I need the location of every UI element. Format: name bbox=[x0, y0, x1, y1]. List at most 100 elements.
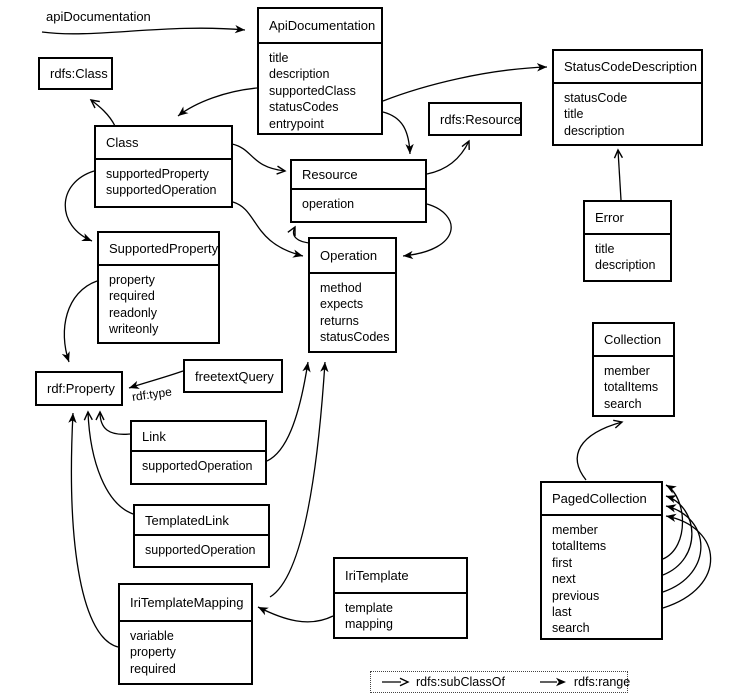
node-supportedproperty: SupportedProperty property required read… bbox=[97, 231, 220, 344]
node-props: method expects returns statusCodes bbox=[310, 274, 395, 346]
node-props: statusCode title description bbox=[554, 84, 701, 139]
edge-supportedproperty-range-supportedproperty bbox=[64, 170, 95, 242]
edge-pagedcollection-last-selfloop bbox=[662, 513, 712, 609]
node-apidocumentation: ApiDocumentation title description suppo… bbox=[257, 7, 383, 135]
node-title: Link bbox=[132, 422, 265, 452]
node-prop: entrypoint bbox=[269, 116, 324, 131]
node-prop: statusCodes bbox=[320, 330, 390, 345]
node-title: IriTemplateMapping bbox=[120, 585, 251, 622]
node-prop: search bbox=[604, 396, 642, 411]
node-templatedlink: TemplatedLink supportedOperation bbox=[133, 504, 270, 568]
legend-range-label: rdfs:range bbox=[573, 675, 631, 689]
node-collection: Collection member totalItems search bbox=[592, 322, 675, 417]
node-props: member totalItems first next previous la… bbox=[542, 516, 661, 637]
node-prop: property bbox=[130, 645, 176, 660]
edge-supportedclass-range-class bbox=[177, 87, 258, 117]
edge-entrypoint-range-resource bbox=[382, 111, 414, 155]
node-title: PagedCollection bbox=[542, 483, 661, 516]
node-prop: returns bbox=[320, 313, 359, 328]
node-props: variable property required bbox=[120, 622, 251, 677]
node-prop: title bbox=[595, 242, 615, 256]
edge-templatedlink-supportedoperation-range-operation bbox=[269, 361, 329, 598]
node-prop: property bbox=[109, 273, 155, 287]
node-prop: description bbox=[564, 123, 625, 138]
node-prop: statusCode bbox=[564, 91, 628, 105]
edge-operation-subclassof-resource bbox=[287, 225, 310, 244]
edge-property-range-rdfproperty bbox=[61, 280, 98, 363]
node-operation: Operation method expects returns statusC… bbox=[308, 237, 397, 353]
node-prop: description bbox=[269, 67, 330, 82]
edge-label-rdf-type: rdf:type bbox=[131, 384, 173, 404]
node-title: rdfs:Resource bbox=[440, 111, 521, 127]
node-prop: required bbox=[109, 289, 155, 304]
node-prop: supportedOperation bbox=[145, 543, 256, 557]
node-prop: statusCodes bbox=[269, 100, 339, 115]
edge-freetextquery-rdftype-rdfproperty bbox=[128, 370, 184, 389]
node-resource: Resource operation bbox=[290, 159, 427, 223]
node-title: StatusCodeDescription bbox=[554, 51, 701, 84]
node-props: title description supportedClass statusC… bbox=[259, 44, 381, 132]
node-props: member totalItems search bbox=[594, 357, 673, 412]
node-props: operation bbox=[292, 190, 425, 212]
node-prop: title bbox=[564, 107, 584, 122]
node-iritemplatemapping: IriTemplateMapping variable property req… bbox=[118, 583, 253, 685]
range-arrow-icon bbox=[539, 677, 566, 687]
node-prop: totalItems bbox=[604, 380, 659, 395]
node-iritemplate: IriTemplate template mapping bbox=[333, 557, 468, 639]
edge-pagedcollection-first-selfloop bbox=[662, 484, 684, 560]
node-rdfs-class: rdfs:Class bbox=[38, 57, 113, 90]
node-prop: first bbox=[552, 555, 573, 570]
edge-pagedcollection-next-selfloop bbox=[662, 495, 693, 576]
edge-label-apidocumentation: apiDocumentation bbox=[46, 9, 151, 24]
edge-pagedcollection-subclassof-collection bbox=[576, 419, 624, 481]
node-title: Collection bbox=[594, 324, 673, 357]
edge-iritemplatemapping-property-range-rdfproperty bbox=[68, 412, 119, 648]
node-rdf-property: rdf:Property bbox=[35, 371, 123, 406]
node-props: supportedProperty supportedOperation bbox=[96, 160, 231, 199]
edge-statuscodes-range-statuscodedescription bbox=[382, 63, 548, 102]
node-prop: search bbox=[552, 621, 590, 636]
node-prop: last bbox=[552, 605, 572, 620]
node-rdfs-resource: rdfs:Resource bbox=[428, 102, 522, 136]
node-error: Error title description bbox=[583, 200, 672, 282]
edge-templatedlink-subclassof-rdfproperty bbox=[83, 410, 134, 515]
node-prop: supportedOperation bbox=[106, 183, 217, 198]
node-title: rdfs:Class bbox=[50, 66, 108, 81]
node-props: template mapping bbox=[335, 594, 466, 633]
node-prop: next bbox=[552, 572, 576, 587]
node-statuscodedescription: StatusCodeDescription statusCode title d… bbox=[552, 49, 703, 146]
node-title: Error bbox=[585, 202, 670, 235]
node-title: Resource bbox=[292, 161, 425, 190]
node-prop: mapping bbox=[345, 617, 393, 632]
edge-link-subclassof-rdfproperty bbox=[95, 410, 131, 435]
legend-subclassof-label: rdfs:subClassOf bbox=[416, 675, 505, 689]
legend: rdfs:subClassOf rdfs:range bbox=[370, 671, 631, 693]
node-prop: description bbox=[595, 258, 656, 273]
node-title: rdf:Property bbox=[47, 381, 115, 396]
node-prop: supportedOperation bbox=[142, 459, 253, 473]
node-prop: expects bbox=[320, 297, 364, 312]
node-prop: member bbox=[604, 364, 650, 378]
node-prop: totalItems bbox=[552, 539, 607, 554]
node-class: Class supportedProperty supportedOperati… bbox=[94, 125, 233, 208]
subclassof-arrow-icon bbox=[382, 677, 410, 687]
edge-class-subclassof-rdfsclass bbox=[89, 99, 116, 127]
node-freetextquery: freetextQuery bbox=[183, 359, 283, 393]
node-prop: method bbox=[320, 281, 362, 295]
node-prop: readonly bbox=[109, 305, 157, 320]
node-title: SupportedProperty bbox=[99, 233, 218, 266]
node-title: Class bbox=[96, 127, 231, 160]
node-props: supportedOperation bbox=[135, 536, 268, 558]
node-title: Operation bbox=[310, 239, 395, 274]
node-title: freetextQuery bbox=[195, 368, 274, 384]
node-prop: member bbox=[552, 523, 598, 537]
node-prop: variable bbox=[130, 629, 174, 643]
node-prop: supportedProperty bbox=[106, 167, 209, 181]
edge-class-subclassof-resource bbox=[231, 143, 287, 175]
node-pagedcollection: PagedCollection member totalItems first … bbox=[540, 481, 663, 640]
edge-apidocumentation-label-range bbox=[41, 24, 246, 35]
node-props: title description bbox=[585, 235, 670, 274]
node-prop: title bbox=[269, 51, 289, 65]
node-prop: required bbox=[130, 661, 176, 676]
